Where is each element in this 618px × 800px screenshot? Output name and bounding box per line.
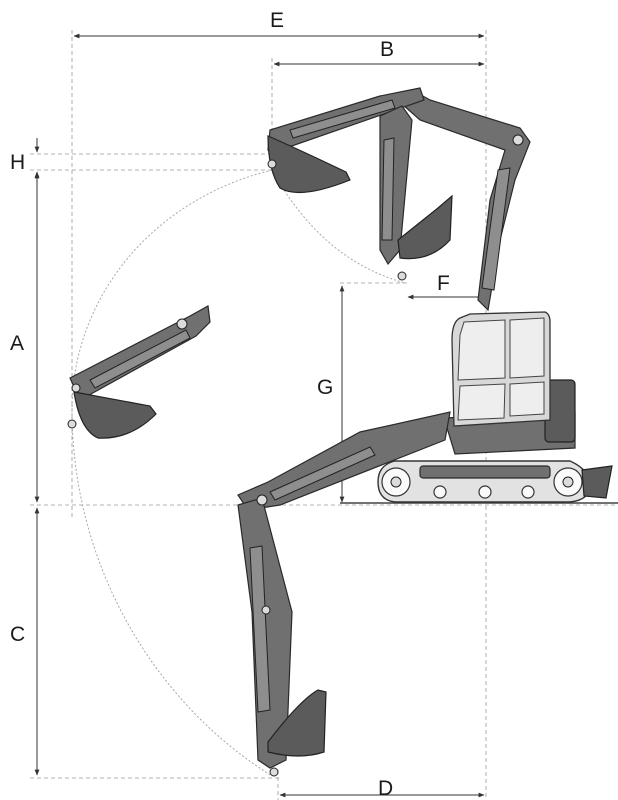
label-g: G bbox=[317, 376, 333, 399]
boom-dig-depth-position bbox=[237, 411, 451, 777]
max-reach-arc bbox=[71, 169, 273, 777]
label-a: A bbox=[10, 332, 24, 355]
label-h: H bbox=[10, 151, 25, 174]
crawler-undercarriage bbox=[377, 460, 613, 503]
boom-max-height-position bbox=[267, 87, 531, 312]
arm-max-reach-position bbox=[67, 305, 211, 439]
label-b: B bbox=[380, 38, 394, 61]
label-d: D bbox=[378, 777, 393, 800]
label-f: F bbox=[437, 272, 450, 295]
cab bbox=[443, 311, 576, 455]
label-c: C bbox=[10, 623, 25, 646]
dimension-lines bbox=[34, 33, 485, 798]
label-e: E bbox=[270, 9, 284, 32]
